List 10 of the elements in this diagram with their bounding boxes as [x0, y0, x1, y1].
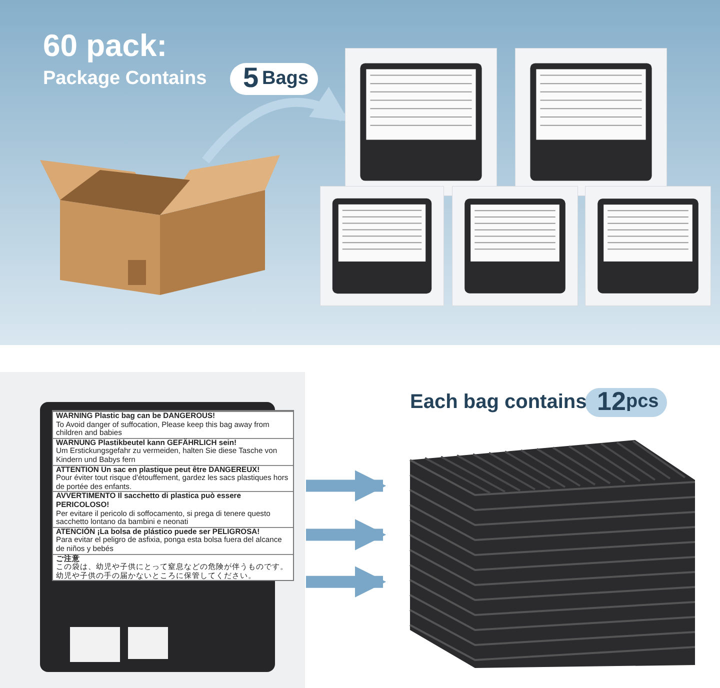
arrow: [306, 566, 386, 598]
count-number: 12: [597, 386, 626, 417]
caption-text: Each bag contains: [410, 391, 587, 414]
heading: 60 pack:: [43, 28, 168, 64]
arrow: [306, 519, 386, 550]
count-number: 5: [243, 62, 259, 94]
arrow: [306, 470, 386, 502]
caption-text: Package Contains: [43, 68, 207, 90]
unit-text: pcs: [626, 391, 659, 413]
unit-text: Bags: [262, 68, 308, 90]
